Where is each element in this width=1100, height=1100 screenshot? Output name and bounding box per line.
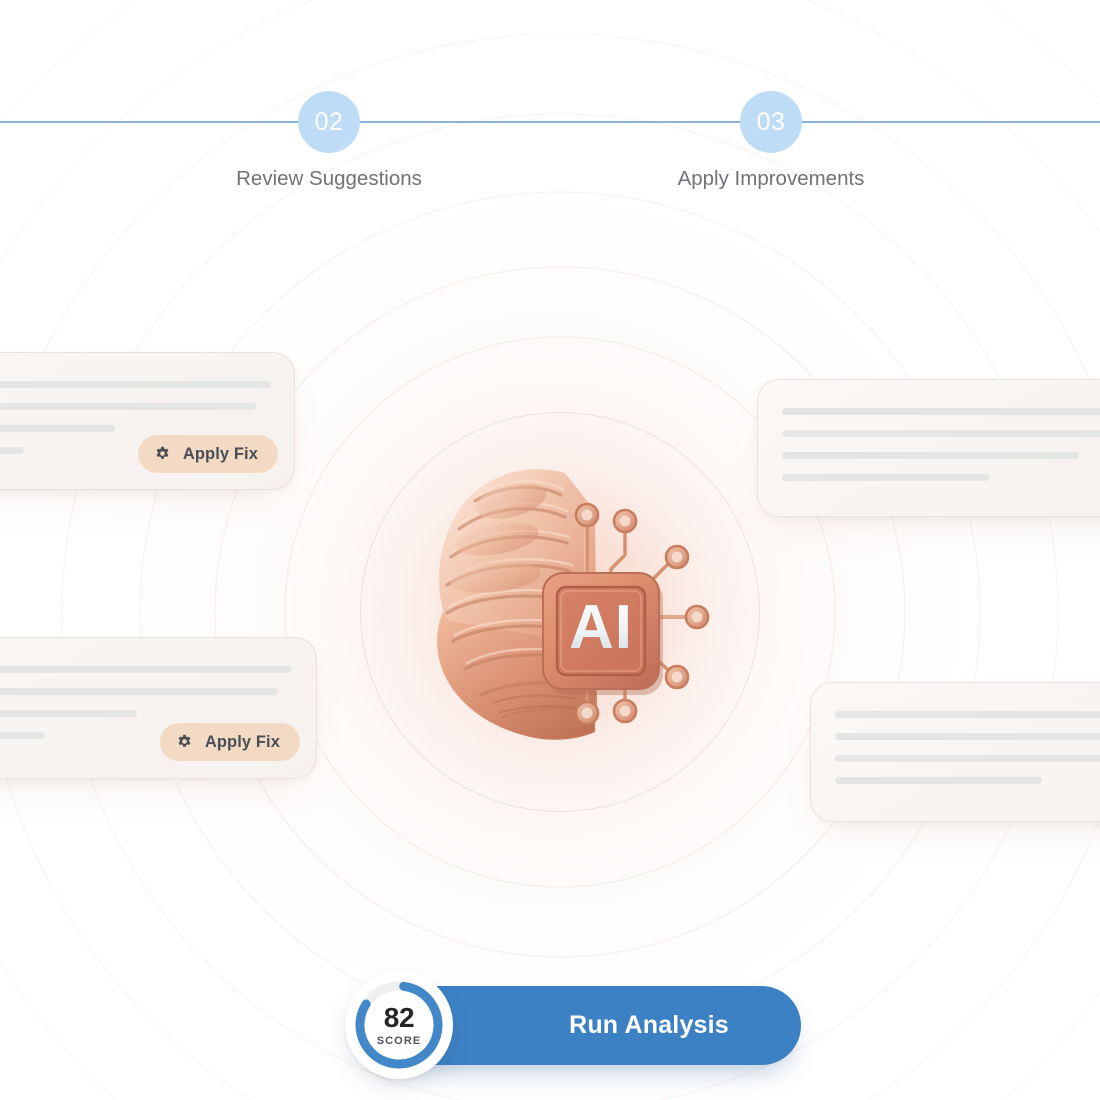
card-skeleton-lines bbox=[782, 408, 1100, 496]
brain-ai-chip-icon: AI bbox=[415, 449, 715, 765]
skeleton-line bbox=[835, 777, 1042, 784]
skeleton-line bbox=[835, 733, 1100, 740]
score-ring-graphic bbox=[355, 981, 443, 1069]
skeleton-line bbox=[0, 403, 257, 410]
suggestion-card-bottom-right[interactable]: Apply Fix bbox=[810, 682, 1100, 822]
apply-fix-button[interactable]: Apply Fix bbox=[159, 723, 300, 761]
stepper-step-03[interactable]: 03 Apply Improvements bbox=[678, 91, 864, 190]
score-ring[interactable]: 82 SCORE bbox=[345, 971, 453, 1079]
card-skeleton-lines bbox=[835, 711, 1100, 799]
stepper-step-02-number: 02 bbox=[298, 91, 360, 153]
skeleton-line bbox=[782, 474, 989, 481]
card-skeleton-lines bbox=[0, 381, 270, 469]
score-readout: 82 SCORE bbox=[345, 971, 453, 1079]
score-caption: SCORE bbox=[376, 1034, 422, 1047]
skeleton-line bbox=[0, 688, 279, 695]
skeleton-line bbox=[782, 430, 1100, 437]
skeleton-line bbox=[0, 381, 270, 388]
apply-fix-button[interactable]: Apply Fix bbox=[137, 435, 278, 473]
skeleton-line bbox=[0, 732, 46, 739]
skeleton-line bbox=[0, 447, 25, 454]
skeleton-line bbox=[835, 755, 1100, 762]
skeleton-line bbox=[0, 710, 137, 717]
stepper-step-03-number: 03 bbox=[740, 91, 802, 153]
skeleton-line bbox=[782, 408, 1100, 415]
stepper-step-02[interactable]: 02 Review Suggestions bbox=[236, 91, 422, 190]
skeleton-line bbox=[835, 711, 1100, 718]
suggestion-card-bottom-left[interactable]: Apply Fix bbox=[0, 637, 317, 779]
apply-fix-label: Apply Fix bbox=[182, 444, 258, 463]
skeleton-line bbox=[0, 425, 116, 432]
gear-icon bbox=[178, 734, 191, 747]
score-value: 82 bbox=[383, 1001, 415, 1033]
run-analysis-button[interactable]: Run Analysis bbox=[397, 986, 801, 1065]
stepper-step-02-label: Review Suggestions bbox=[236, 167, 422, 190]
card-skeleton-lines bbox=[0, 666, 292, 754]
suggestion-card-top-left[interactable]: Apply Fix bbox=[0, 352, 295, 490]
skeleton-line bbox=[782, 452, 1079, 459]
svg-text:AI: AI bbox=[569, 593, 633, 662]
suggestion-card-top-right[interactable]: Apply Fix bbox=[757, 379, 1100, 517]
apply-fix-label: Apply Fix bbox=[204, 732, 280, 751]
gear-icon bbox=[156, 446, 169, 459]
stepper-connector-line bbox=[0, 121, 1100, 123]
skeleton-line bbox=[0, 666, 292, 673]
stepper-step-03-label: Apply Improvements bbox=[677, 167, 865, 190]
